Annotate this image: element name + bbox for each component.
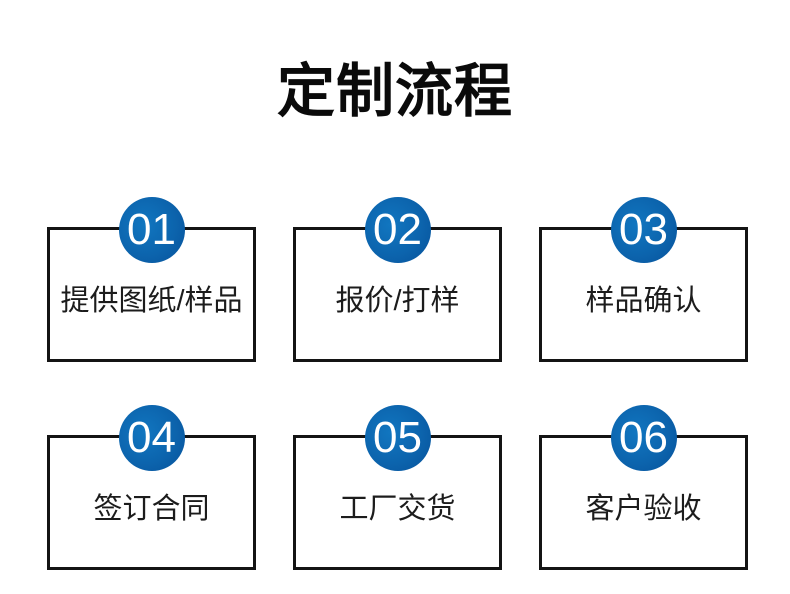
step-number: 02 (373, 205, 422, 254)
step-card-1: 01 提供图纸/样品 (47, 197, 256, 362)
step-number: 05 (373, 413, 422, 462)
step-number: 06 (619, 413, 668, 462)
step-card-5: 05 工厂交货 (293, 405, 502, 570)
step-number-badge: 01 (118, 197, 185, 263)
step-label: 工厂交货 (339, 493, 456, 525)
step-card-3: 03 样品确认 (539, 197, 748, 362)
step-number-badge: 02 (364, 197, 431, 263)
step-label: 客户验收 (585, 493, 702, 525)
step-card-6: 06 客户验收 (539, 405, 748, 570)
step-number: 01 (127, 205, 176, 254)
step-label: 提供图纸/样品 (60, 285, 243, 317)
step-label: 签订合同 (93, 493, 210, 525)
step-number: 03 (619, 205, 668, 254)
step-number-badge: 05 (364, 405, 431, 471)
step-label: 样品确认 (585, 285, 702, 317)
step-card-4: 04 签订合同 (47, 405, 256, 570)
step-card-2: 02 报价/打样 (293, 197, 502, 362)
step-number-badge: 06 (610, 405, 677, 471)
step-label: 报价/打样 (335, 285, 460, 317)
step-number-badge: 03 (610, 197, 677, 263)
step-number: 04 (127, 413, 176, 462)
page-title: 定制流程 (276, 59, 513, 124)
step-number-badge: 04 (118, 405, 185, 471)
